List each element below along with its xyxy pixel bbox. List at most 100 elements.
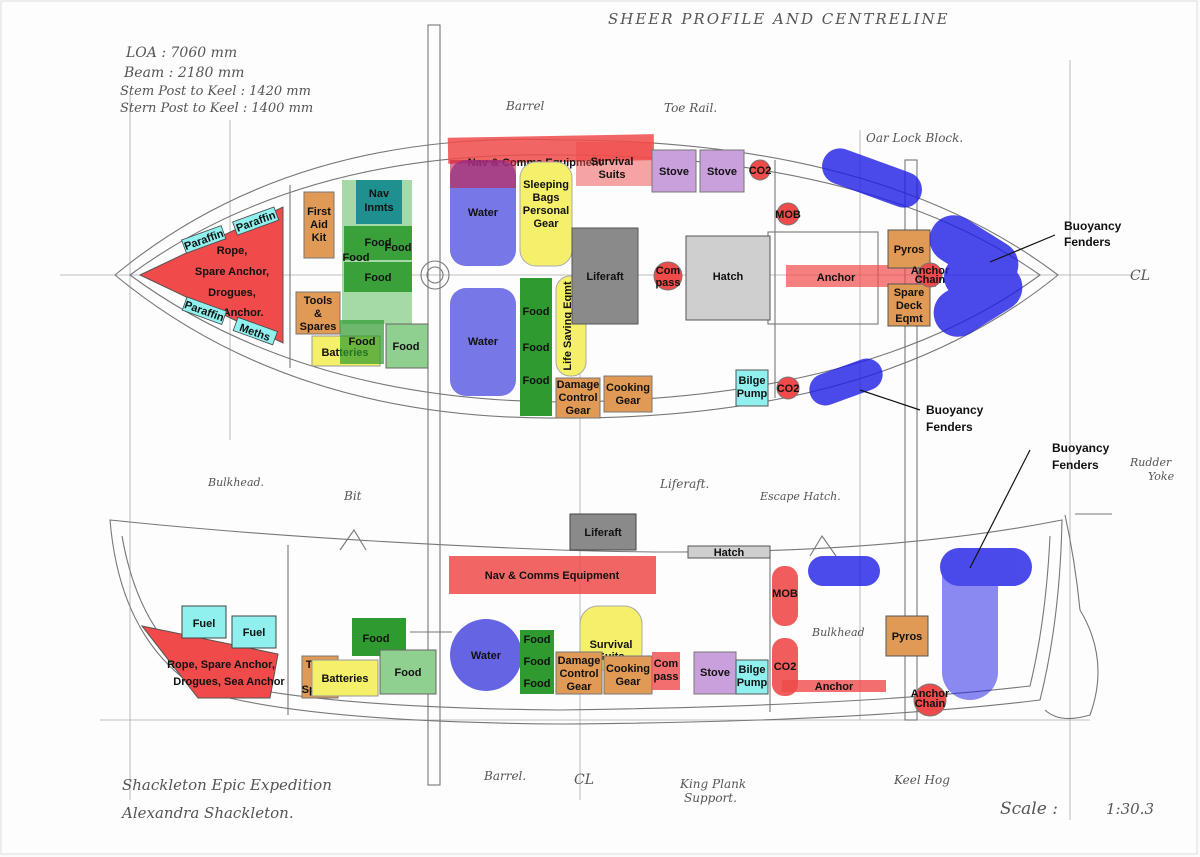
- rope-profile-1: Rope, Spare Anchor,: [167, 659, 275, 671]
- anchor-chain-profile-2: Chain: [915, 698, 946, 710]
- food-e-label: Food: [349, 336, 376, 348]
- anchor-chain-1: Anchor: [911, 265, 950, 277]
- water-bottom: [450, 288, 516, 396]
- rope-line2: Spare Anchor,: [195, 266, 269, 278]
- damage-profile-1: Damage: [558, 655, 601, 667]
- food2-label: Food: [395, 667, 422, 679]
- fender-bottom: [809, 358, 883, 406]
- rudder-note-2: Yoke: [1148, 470, 1175, 483]
- cooking-1: Cooking: [606, 382, 650, 394]
- bilge-profile: [735, 659, 769, 695]
- fender-top: [822, 148, 922, 208]
- cooking-profile: [603, 655, 653, 695]
- food3-label: Food: [524, 634, 551, 646]
- bilge-profile-2: Pump: [737, 677, 768, 689]
- escape-hatch-note: Escape Hatch.: [759, 490, 841, 503]
- food-column: [520, 278, 552, 416]
- food-d-box: [344, 262, 412, 292]
- spec-stern: Stern Post to Keel : 1400 mm: [120, 101, 313, 116]
- hatch-profile: [687, 545, 771, 559]
- hatch-top-label: Hatch: [713, 271, 744, 283]
- spec-stem: Stem Post to Keel : 1420 mm: [120, 84, 311, 99]
- damage-profile: [555, 651, 603, 695]
- rudder-note-1: Rudder: [1129, 456, 1172, 469]
- water-top-label: Water: [468, 207, 499, 219]
- fenders-label-1: Fenders: [1064, 235, 1111, 249]
- survival-profile-1: Survival: [590, 639, 633, 651]
- bulkhead-left-note: Bulkhead.: [207, 476, 264, 489]
- food1-label: Food: [363, 633, 390, 645]
- food-h-label: Food: [523, 342, 550, 354]
- buoyancy-label-2: Buoyancy: [926, 403, 984, 417]
- stove-2: [699, 149, 745, 193]
- bilge-profile-1: Bilge: [739, 664, 766, 676]
- fuel-2: [231, 615, 277, 649]
- anchor-profile: [782, 680, 886, 692]
- scale-value: 1:30.3: [1106, 800, 1154, 818]
- batteries-profile: [311, 659, 379, 697]
- liferaft-profile-label: Liferaft: [584, 527, 622, 539]
- nav-inmts: [356, 180, 402, 224]
- spare-deck-2: Deck: [896, 300, 923, 312]
- anchor-chain-profile: [913, 683, 947, 717]
- nav-inmts-1: Nav: [369, 188, 390, 200]
- anchor-chain-profile-1: Anchor: [911, 688, 950, 700]
- life-saving-label: Life Saving Eqmt: [562, 281, 574, 371]
- mob-profile: [772, 566, 798, 626]
- co2-bottom-label: CO2: [777, 383, 800, 395]
- tools-1: Tools: [304, 295, 333, 307]
- food5-label: Food: [524, 678, 551, 690]
- liferaft-top-label: Liferaft: [586, 271, 624, 283]
- pyros-profile: [885, 615, 929, 657]
- damage-profile-3: Gear: [566, 681, 592, 693]
- liferaft-top: [571, 227, 639, 325]
- food-d-label: Food: [365, 272, 392, 284]
- anchor-top: [786, 265, 936, 287]
- anchor-top-label: Anchor: [817, 272, 856, 284]
- annotations: SHEER PROFILE AND CENTRELINE LOA : 7060 …: [120, 10, 1175, 822]
- compass-2: pass: [655, 277, 680, 289]
- footer-author: Alexandra Shackleton.: [120, 804, 294, 822]
- food-a-label: Food: [365, 237, 392, 249]
- rope-line1: Rope,: [217, 245, 248, 257]
- mob-top: [776, 202, 800, 226]
- fender-labels: Buoyancy Fenders Buoyancy Fenders Buoyan…: [926, 219, 1122, 472]
- compass-profile-1: Com: [654, 658, 679, 670]
- food-a-box: [344, 226, 412, 260]
- king-plank-2: Support.: [684, 791, 737, 805]
- nav-comms-profile-label: Nav & Comms Equipment: [485, 570, 620, 582]
- food-profile-3: [520, 630, 554, 694]
- plan-inner-outline: [129, 154, 1041, 403]
- bulkhead-right-note: Bulkhead: [811, 626, 865, 639]
- compass-profile-2: pass: [653, 671, 678, 683]
- leader-lines: [859, 234, 1056, 569]
- damage-profile-2: Control: [559, 668, 598, 680]
- spec-beam: Beam : 2180 mm: [123, 65, 244, 81]
- mob-top-label: MOB: [775, 209, 801, 221]
- stove-profile-label: Stove: [700, 667, 730, 679]
- buoyancy-label-1: Buoyancy: [1064, 219, 1122, 233]
- fender-profile-3: [942, 548, 998, 700]
- survival-suits: [576, 142, 652, 186]
- nav-inmts-2: Inmts: [364, 202, 393, 214]
- food-g-label: Food: [523, 306, 550, 318]
- liferaft-profile: [569, 513, 637, 551]
- spare-deck-eqmt: [887, 283, 931, 327]
- co2-profile-label: CO2: [774, 661, 797, 673]
- cl-bottom-note: CL: [574, 772, 594, 788]
- nav-comms-profile: [449, 556, 656, 594]
- co2-bottom: [776, 376, 800, 400]
- co2-top-label: CO2: [749, 165, 772, 177]
- pyros-top-label: Pyros: [894, 244, 925, 256]
- survival-1: Survival: [591, 156, 634, 168]
- food-e-box: [340, 320, 384, 364]
- bit-note: Bit: [343, 489, 362, 503]
- water-profile-label: Water: [471, 650, 502, 662]
- sleeping-1: Sleeping: [523, 179, 569, 191]
- sleeping-4: Gear: [533, 218, 559, 230]
- buoyancy-label-3: Buoyancy: [1052, 441, 1110, 455]
- spec-loa: LOA : 7060 mm: [125, 45, 237, 61]
- fenders-label-3: Fenders: [1052, 458, 1099, 472]
- liferaft-note: Liferaft.: [659, 477, 709, 491]
